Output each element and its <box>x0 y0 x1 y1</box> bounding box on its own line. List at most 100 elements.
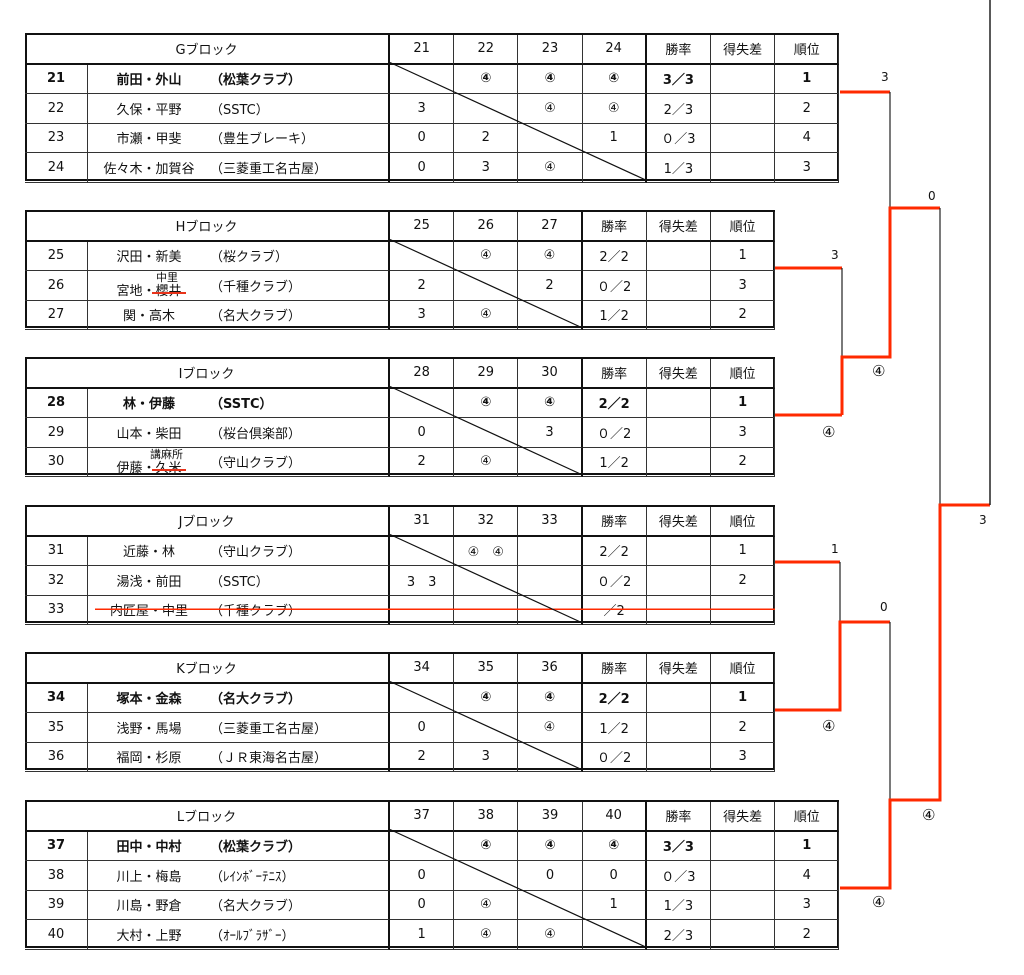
rank: 1 <box>711 683 776 713</box>
player-pair: 川島・野倉（名大クラブ） <box>88 890 390 920</box>
match-result: 2 <box>390 742 455 772</box>
column-header-rank: 順位 <box>711 212 776 242</box>
column-header-number: 34 <box>390 654 455 684</box>
match-result: ④ <box>454 683 519 713</box>
match-result <box>454 713 519 743</box>
player-pair: 大村・上野（ｵｰﾙﾌﾞﾗｻﾞｰ） <box>88 920 390 950</box>
score-diff <box>711 890 776 920</box>
player-names: 内匠屋・中里 <box>109 604 188 620</box>
match-result <box>390 64 455 94</box>
win-rate: 2／3 <box>646 920 711 950</box>
match-result <box>390 536 455 566</box>
bracket-score: 3 <box>979 513 987 527</box>
column-header-number: 30 <box>518 359 583 389</box>
column-header-number: 22 <box>454 35 519 65</box>
match-result: 1 <box>582 123 647 153</box>
player-names: 林・伊藤 <box>122 397 175 413</box>
score-diff <box>646 683 711 713</box>
rank: 1 <box>711 388 776 418</box>
column-header-number: 24 <box>582 35 647 65</box>
match-result: ④ <box>454 890 519 920</box>
player-pair: 川上・梅島（ﾚｲﾝﾎﾞｰﾃﾆｽ） <box>88 861 390 891</box>
match-result: 3 <box>454 153 519 183</box>
player-number: 27 <box>25 300 88 330</box>
score-diff <box>646 300 711 330</box>
rank: 3 <box>711 742 776 772</box>
team-name: （SSTC） <box>210 102 269 118</box>
score-diff <box>711 123 776 153</box>
column-header-score-diff: 得失差 <box>646 654 711 684</box>
match-result: ④ <box>518 713 583 743</box>
match-result <box>582 920 647 950</box>
column-header-number: 33 <box>518 507 583 537</box>
match-result: 2 <box>518 271 583 301</box>
bracket-score: ④ <box>922 806 936 824</box>
match-result <box>518 123 583 153</box>
player-names: 佐々木・加賀谷 <box>103 161 195 177</box>
block-title: Kブロック <box>25 654 390 684</box>
team-name: （SSTC） <box>210 397 273 413</box>
match-result: ④ <box>518 153 583 183</box>
bracket-score: ④ <box>872 362 886 380</box>
team-name: （ﾚｲﾝﾎﾞｰﾃﾆｽ） <box>210 869 295 885</box>
win-rate: ／2 <box>582 595 647 625</box>
win-rate: 2／2 <box>582 241 647 271</box>
player-pair: 福岡・杉原（ＪＲ東海名古屋） <box>88 742 390 772</box>
player-number: 40 <box>25 920 88 950</box>
bracket-score: 0 <box>928 189 936 203</box>
column-header-rank: 順位 <box>775 802 840 832</box>
player-number: 30 <box>25 447 88 477</box>
column-header-win-rate: 勝率 <box>582 359 647 389</box>
score-diff <box>711 861 776 891</box>
player-pair: 佐々木・加賀谷（三菱重工名古屋） <box>88 153 390 183</box>
player-names: 前田・外山 <box>116 73 182 89</box>
rank: 2 <box>711 713 776 743</box>
column-header-number: 32 <box>454 507 519 537</box>
team-name: （桜台倶楽部） <box>210 426 302 442</box>
column-header-score-diff: 得失差 <box>646 507 711 537</box>
team-name: （ＪＲ東海名古屋） <box>210 751 328 767</box>
match-result <box>454 94 519 124</box>
player-names: 塚本・金森 <box>116 692 182 708</box>
column-header-score-diff: 得失差 <box>646 212 711 242</box>
match-result: ④ <box>454 300 519 330</box>
win-rate: 1／3 <box>646 890 711 920</box>
match-result: ④ <box>518 388 583 418</box>
match-result: 3 <box>454 742 519 772</box>
win-rate: 2／2 <box>582 683 647 713</box>
match-result: ④ <box>518 831 583 861</box>
score-diff <box>711 94 776 124</box>
player-pair: 宮地・櫻井中里（千種クラブ） <box>88 271 390 301</box>
match-result: ④ <box>518 920 583 950</box>
match-result: ④ <box>454 64 519 94</box>
player-number: 31 <box>25 536 88 566</box>
player-pair: 林・伊藤 （SSTC） <box>88 388 390 418</box>
player-names: 浅野・馬場 <box>116 721 182 737</box>
player-number: 22 <box>25 94 88 124</box>
column-header-number: 28 <box>390 359 455 389</box>
match-result: ④ ④ <box>454 536 519 566</box>
team-name: （三菱重工名古屋） <box>210 721 328 737</box>
match-result: 0 <box>390 890 455 920</box>
player-names-corrected: 伊藤・久米 <box>88 461 210 476</box>
team-name: （千種クラブ） <box>210 604 302 620</box>
match-result <box>582 153 647 183</box>
correction-name: 中里 <box>156 271 178 284</box>
column-header-number: 35 <box>454 654 519 684</box>
match-result: 1 <box>582 890 647 920</box>
match-result <box>518 890 583 920</box>
player-pair: 湯浅・前田（SSTC） <box>88 566 390 596</box>
match-result <box>390 388 455 418</box>
player-pair: 塚本・金森（名大クラブ） <box>88 683 390 713</box>
bracket-score: ④ <box>822 423 836 441</box>
column-header-score-diff: 得失差 <box>711 802 776 832</box>
player-pair: 久保・平野（SSTC） <box>88 94 390 124</box>
match-result: ④ <box>454 920 519 950</box>
player-names: 川島・野倉 <box>116 899 182 915</box>
player-number: 32 <box>25 566 88 596</box>
block-title: Iブロック <box>25 359 390 389</box>
player-pair: 浅野・馬場 （三菱重工名古屋） <box>88 713 390 743</box>
match-result: ④ <box>518 64 583 94</box>
